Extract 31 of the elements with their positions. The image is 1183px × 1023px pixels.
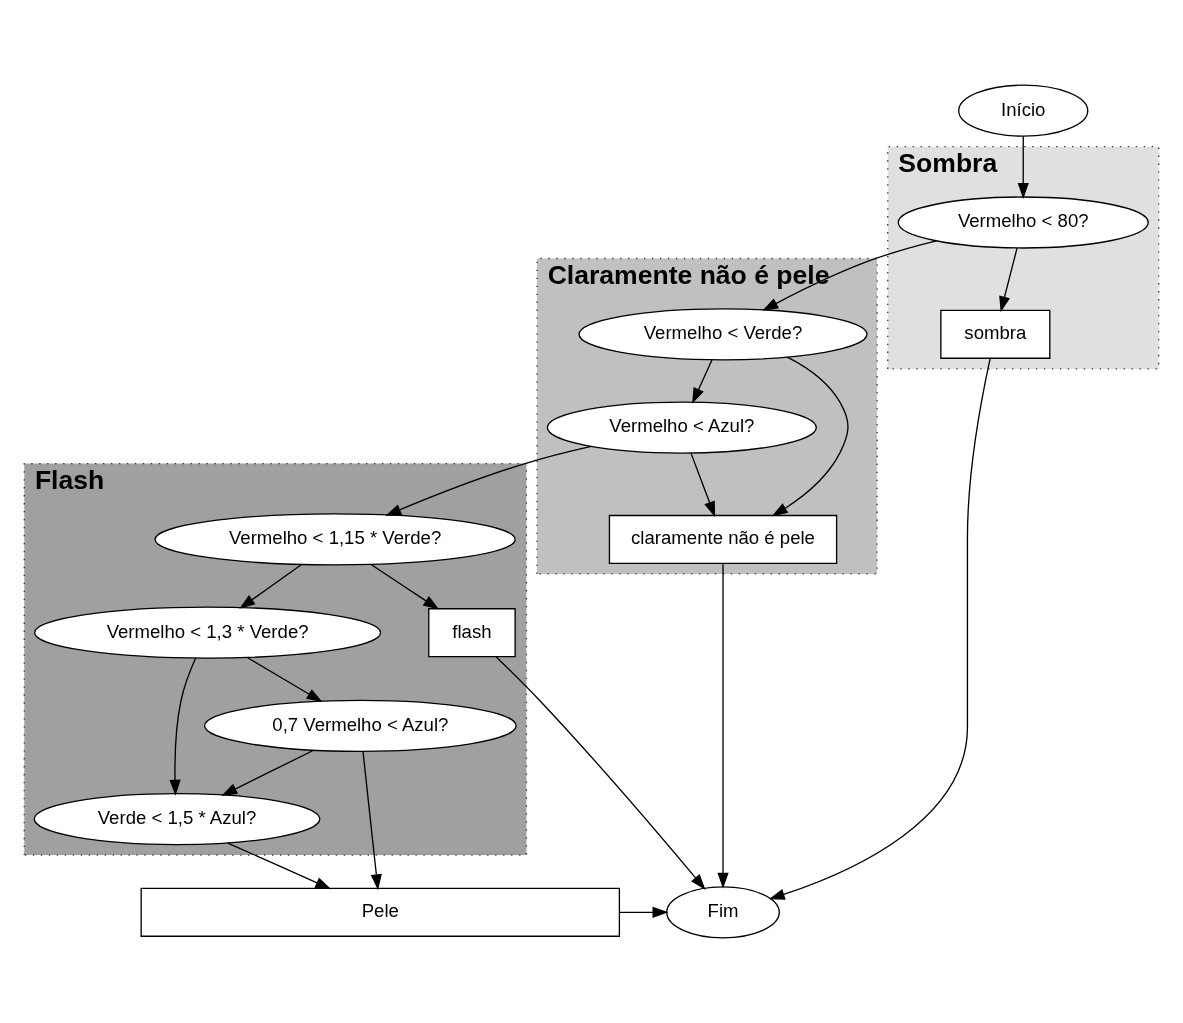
arrow [246,656,323,703]
arrow [239,563,303,609]
node-box: flash [428,608,516,658]
node-box: sombra [940,309,1051,359]
node-ellipse: Vermelho < 80? [897,196,1149,249]
arrow [618,906,669,918]
arrow [370,563,440,610]
arrow [495,656,706,890]
arrow [768,357,991,900]
arrow [227,842,332,890]
arrow [690,452,716,518]
node-ellipse: Vermelho < Verde? [578,308,868,361]
arrow [362,750,382,891]
arrow [762,240,938,311]
node-box: Pele [140,887,621,937]
arrow [221,749,315,796]
node-ellipse: Vermelho < 1,3 * Verde? [33,606,382,659]
arrow [771,356,849,517]
node-ellipse: 0,7 Vermelho < Azul? [203,699,517,752]
node-ellipse: Vermelho < 1,15 * Verde? [154,513,516,566]
arrow [385,445,592,516]
arrow [692,359,713,404]
node-box: claramente não é pele [608,514,838,564]
node-ellipse: Vermelho < Azul? [546,401,817,454]
node-ellipse: Fim [666,886,780,939]
node-ellipse: Início [958,84,1089,137]
arrow [999,247,1018,313]
arrow [169,657,197,796]
arrow [717,562,729,889]
arrow [1017,135,1029,200]
node-ellipse: Verde < 1,5 * Azul? [33,792,321,846]
